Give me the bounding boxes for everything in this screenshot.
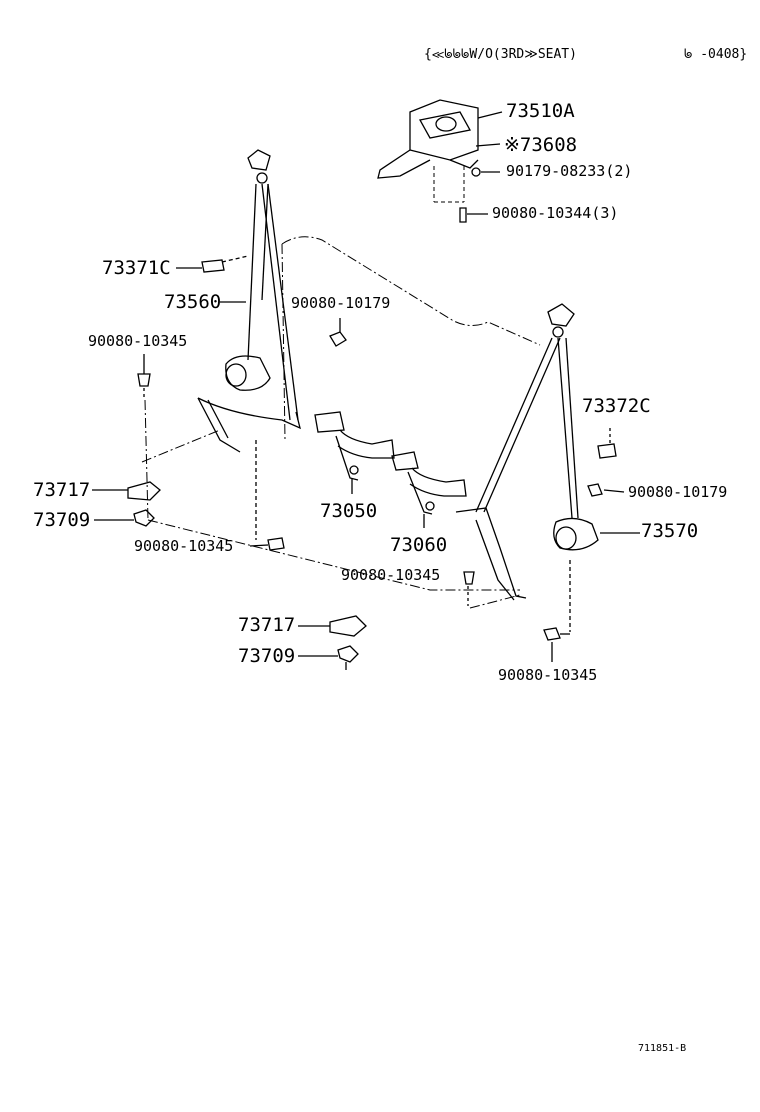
part-90080-10345-right[interactable]: 90080-10345 xyxy=(498,666,598,684)
bolt-drawings xyxy=(137,318,570,662)
part-73717-bottom[interactable]: 73717 xyxy=(238,614,296,636)
part-73570[interactable]: 73570 xyxy=(641,520,699,542)
left-belt-73560-drawing xyxy=(176,149,301,453)
part-90080-10345-center[interactable]: 90080-10345 xyxy=(341,566,441,584)
part-90179-08233[interactable]: 90179-08233(2) xyxy=(506,162,633,180)
part-73371C[interactable]: 73371C xyxy=(102,257,171,279)
part-73608[interactable]: ※73608 xyxy=(504,134,578,156)
part-73709-left[interactable]: 73709 xyxy=(33,509,91,531)
part-73560[interactable]: 73560 xyxy=(164,291,222,313)
part-73510A[interactable]: 73510A xyxy=(506,100,575,122)
part-90080-10179-left[interactable]: 90080-10179 xyxy=(291,294,391,312)
part-90080-10179-right[interactable]: 90080-10179 xyxy=(628,483,728,501)
header-condition: {≪ᖚᖚᖚW/O(3RD≫SEAT) xyxy=(424,47,577,62)
part-73717-left[interactable]: 73717 xyxy=(33,479,91,501)
part-90080-10345-left-bottom[interactable]: 90080-10345 xyxy=(134,537,234,555)
part-73060[interactable]: 73060 xyxy=(390,534,448,556)
anchor-covers-drawing xyxy=(92,481,367,670)
part-73709-bottom[interactable]: 73709 xyxy=(238,645,296,667)
part-73050[interactable]: 73050 xyxy=(320,500,378,522)
part-73372C[interactable]: 73372C xyxy=(582,395,651,417)
retractor-73510A-drawing xyxy=(377,99,503,223)
diagram-code: 711851-B xyxy=(638,1043,687,1054)
buckle-73050-drawing xyxy=(314,411,395,494)
buckle-73060-drawing xyxy=(391,451,467,528)
part-90080-10345-left-top[interactable]: 90080-10345 xyxy=(88,332,188,350)
part-90080-10344[interactable]: 90080-10344(3) xyxy=(492,204,619,222)
header-date-range: ᖚ -0408} xyxy=(684,47,748,62)
right-belt-73570-drawing xyxy=(455,303,640,632)
